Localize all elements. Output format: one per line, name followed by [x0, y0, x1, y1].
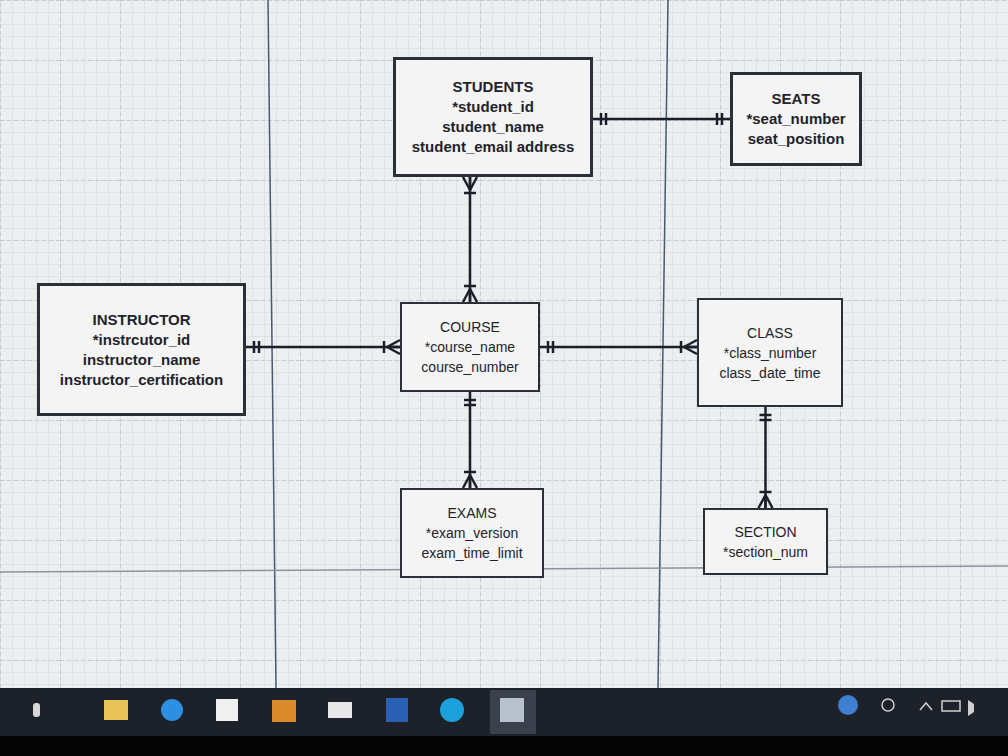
- cardinality-marker: [760, 491, 772, 494]
- volume-icon: [968, 700, 974, 716]
- cardinality-marker: [387, 340, 400, 347]
- entity-attribute: *exam_version: [426, 523, 519, 543]
- explorer-icon: [104, 700, 128, 720]
- relationship-line: [540, 346, 697, 349]
- entity-name: STUDENTS: [453, 77, 534, 97]
- cardinality-marker: [684, 347, 697, 354]
- cardinality-marker: [680, 341, 683, 353]
- entity-attribute: student_email address: [412, 137, 575, 157]
- monitor-bezel: [0, 736, 1008, 756]
- cardinality-marker: [766, 495, 773, 508]
- cardinality-marker: [760, 414, 772, 417]
- cardinality-marker: [600, 113, 603, 125]
- entity-box: EXAMS*exam_versionexam_time_limit: [400, 488, 544, 578]
- mic-icon: [33, 703, 40, 717]
- cardinality-marker: [716, 113, 719, 125]
- relationship-group: [759, 407, 773, 508]
- entity-attribute: *section_num: [723, 542, 808, 562]
- entity-box: COURSE*course_namecourse_number: [400, 302, 540, 392]
- cardinality-marker: [383, 341, 386, 353]
- cardinality-marker: [464, 192, 476, 195]
- cardinality-marker: [684, 340, 697, 347]
- relationship-group: [463, 177, 477, 302]
- relationship-group: [540, 340, 697, 354]
- entity-attribute: *student_id: [452, 97, 534, 117]
- entity-name: SECTION: [734, 522, 796, 542]
- entity-box: SEATS*seat_numberseat_position: [730, 72, 862, 166]
- entity-name: CLASS: [747, 323, 793, 343]
- edge-icon: [161, 699, 183, 721]
- cardinality-marker: [464, 404, 476, 407]
- relationship-line: [593, 118, 730, 121]
- cardinality-marker: [470, 177, 477, 190]
- entity-name: INSTRUCTOR: [92, 310, 190, 330]
- grid-paper: [0, 0, 1008, 688]
- entity-attribute: *instrcutor_id: [93, 330, 191, 350]
- entity-attribute: *class_number: [724, 343, 817, 363]
- cardinality-marker: [253, 341, 256, 353]
- cardinality-marker: [721, 113, 724, 125]
- tray-arrow: [920, 703, 932, 710]
- cardinality-marker: [463, 475, 470, 488]
- amazon-icon: [216, 699, 238, 721]
- entity-attribute: instructor_certification: [60, 370, 223, 390]
- entity-attribute: *course_name: [425, 337, 515, 357]
- canvas-ground: [0, 0, 1008, 688]
- cardinality-marker: [463, 289, 470, 302]
- entity-box: INSTRUCTOR*instrcutor_idinstructor_namei…: [37, 283, 246, 416]
- entity-box: SECTION*section_num: [703, 508, 828, 575]
- relationship-group: [463, 392, 477, 488]
- relationship-line: [469, 392, 472, 488]
- entity-attribute: class_date_time: [719, 363, 820, 383]
- cardinality-marker: [464, 399, 476, 402]
- entity-attribute: student_name: [442, 117, 544, 137]
- cardinality-marker: [759, 495, 766, 508]
- help-icon: [838, 695, 858, 715]
- cardinality-marker: [547, 341, 550, 353]
- entity-attribute: instructor_name: [83, 350, 201, 370]
- entity-name: EXAMS: [447, 503, 496, 523]
- cardinality-marker: [387, 347, 400, 354]
- entity-name: COURSE: [440, 317, 500, 337]
- entity-name: SEATS: [772, 89, 821, 109]
- active-app-tile: [490, 690, 536, 734]
- entity-box: CLASS*class_numberclass_date_time: [697, 298, 843, 407]
- cardinality-marker: [463, 177, 470, 190]
- word-icon: [386, 698, 408, 722]
- relationship-group: [593, 113, 730, 125]
- entity-attribute: *seat_number: [746, 109, 845, 129]
- entity-attribute: exam_time_limit: [421, 543, 522, 563]
- battery-icon: [942, 701, 960, 711]
- skype-icon: [440, 698, 464, 722]
- page-boundary: [268, 0, 276, 688]
- page-boundary: [658, 0, 668, 688]
- entity-attribute: seat_position: [748, 129, 845, 149]
- cardinality-marker: [605, 113, 608, 125]
- cardinality-marker: [464, 285, 476, 288]
- cardinality-marker: [470, 475, 477, 488]
- people-icon: [882, 699, 894, 711]
- relationship-group: [246, 340, 400, 354]
- entity-box: STUDENTS*student_idstudent_namestudent_e…: [393, 57, 593, 177]
- cardinality-marker: [258, 341, 261, 353]
- cardinality-marker: [470, 289, 477, 302]
- store-icon: [272, 700, 296, 722]
- cardinality-marker: [760, 419, 772, 422]
- relationship-line: [469, 177, 472, 302]
- taskbar: [0, 688, 1008, 736]
- entity-attribute: course_number: [421, 357, 518, 377]
- photos-icon: [500, 698, 524, 722]
- relationship-line: [246, 346, 400, 349]
- mail-icon: [328, 702, 352, 718]
- cardinality-marker: [464, 471, 476, 474]
- cardinality-marker: [552, 341, 555, 353]
